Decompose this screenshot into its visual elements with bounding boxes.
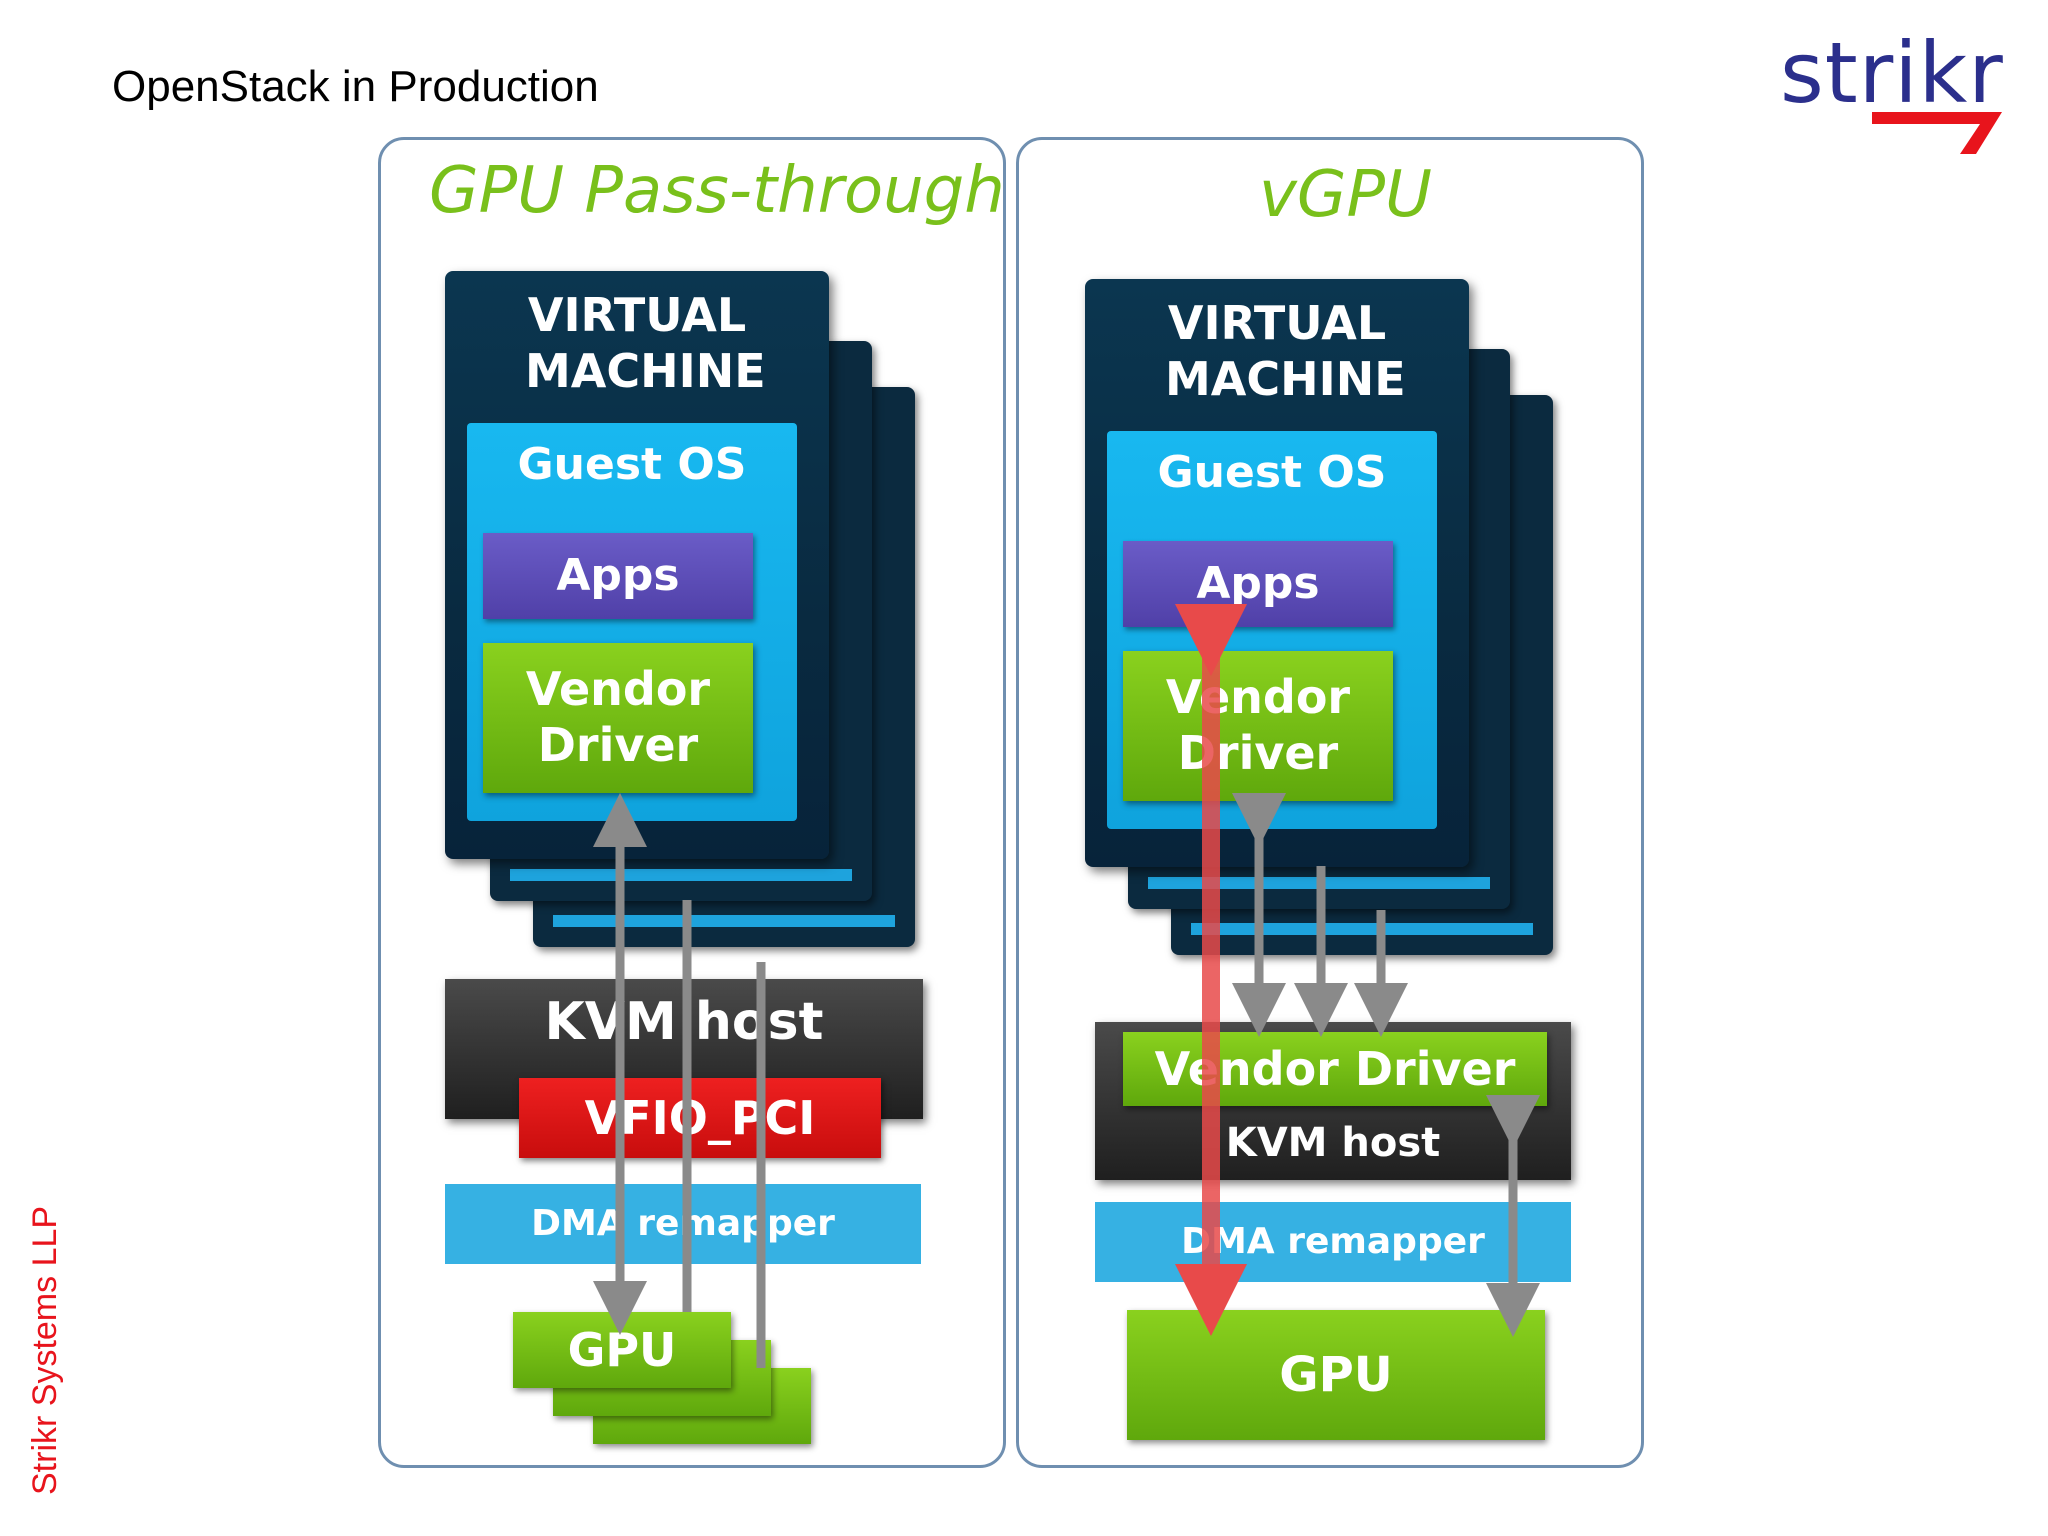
vendor-driver-box: Vendor Driver — [483, 643, 753, 793]
dma-remapper: DMA remapper — [445, 1184, 921, 1264]
kvm-host-label: KVM host — [544, 992, 824, 1052]
vm-label: VIRTUAL MACHINE — [525, 288, 766, 398]
apps-box: Apps — [483, 533, 753, 619]
gpu-card: GPU — [513, 1312, 731, 1388]
dma-remapper: DMA remapper — [1095, 1202, 1571, 1282]
virtual-machine: VIRTUAL MACHINE Guest OS Apps Vendor Dri… — [445, 271, 829, 859]
logo-arrow-icon — [1872, 112, 2002, 154]
guest-os: Guest OS Apps Vendor Driver — [467, 423, 797, 821]
kvm-host-label: KVM host — [1225, 1120, 1441, 1166]
host-vendor-driver-box: Vendor Driver — [1123, 1032, 1547, 1106]
vfio-pci-box: VFIO_PCI — [519, 1078, 881, 1158]
gpu-card: GPU — [1127, 1310, 1545, 1440]
guest-os: Guest OS Apps Vendor Driver — [1107, 431, 1437, 829]
strikr-logo: strikr — [1780, 28, 2030, 168]
footer-company: Strikr Systems LLP — [26, 1205, 64, 1495]
apps-box: Apps — [1123, 541, 1393, 627]
guest-os-label: Guest OS — [1157, 447, 1387, 498]
gpu-passthrough-panel: GPU Pass-through VIRTUAL MACHINE Guest O… — [378, 137, 1006, 1468]
vgpu-panel: vGPU VIRTUAL MACHINE Guest OS Apps Vendo… — [1016, 137, 1644, 1468]
vendor-driver-box: Vendor Driver — [1123, 651, 1393, 801]
guest-os-label: Guest OS — [517, 439, 747, 490]
virtual-machine: VIRTUAL MACHINE Guest OS Apps Vendor Dri… — [1085, 279, 1469, 867]
logo-text: strikr — [1780, 24, 2004, 122]
kvm-host: Vendor Driver KVM host — [1095, 1022, 1571, 1180]
vm-label: VIRTUAL MACHINE — [1165, 296, 1406, 406]
slide-title: OpenStack in Production — [112, 62, 599, 111]
panel-title: vGPU — [1259, 158, 1432, 232]
panel-title: GPU Pass-through — [429, 154, 1005, 228]
